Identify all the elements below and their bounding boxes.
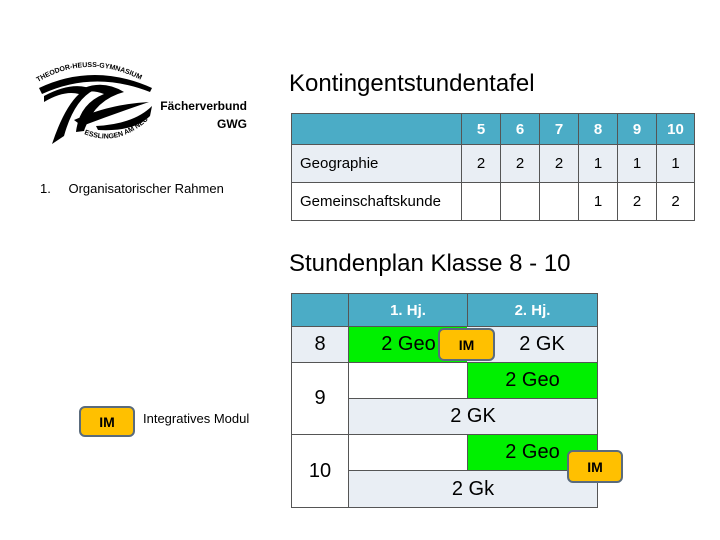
kontingent-header-cell: 8 bbox=[578, 113, 618, 145]
kontingent-cell: Geographie bbox=[291, 144, 462, 183]
kontingent-header-cell: 5 bbox=[461, 113, 501, 145]
legend-label: Integratives Modul bbox=[143, 411, 250, 426]
grade-10-full: 2 Gk bbox=[348, 470, 598, 508]
kontingent-cell bbox=[500, 182, 540, 221]
subject-group: Fächerverbund GWG bbox=[160, 97, 247, 133]
im-badge-grade-8: IM bbox=[438, 328, 495, 361]
stundenplan-title: Stundenplan Klasse 8 - 10 bbox=[289, 250, 571, 277]
kontingent-cell: 2 bbox=[617, 182, 657, 221]
outline-item: 1. Organisatorischer Rahmen bbox=[40, 181, 224, 196]
kontingent-header-cell: 9 bbox=[617, 113, 657, 145]
grade-9-label: 9 bbox=[291, 362, 349, 435]
kontingent-cell bbox=[539, 182, 579, 221]
kontingent-header-cell: 7 bbox=[539, 113, 579, 145]
kontingent-header-cell bbox=[291, 113, 462, 145]
kontingent-cell: 1 bbox=[578, 144, 618, 183]
header-cell bbox=[291, 293, 349, 327]
kontingent-cell: 1 bbox=[578, 182, 618, 221]
kontingent-cell: 1 bbox=[656, 144, 695, 183]
kontingent-header-cell: 6 bbox=[500, 113, 540, 145]
im-badge-grade-10: IM bbox=[567, 450, 623, 483]
grade-9-full: 2 GK bbox=[348, 398, 598, 435]
kontingent-header-cell: 10 bbox=[656, 113, 695, 145]
grade-9-h2: 2 Geo bbox=[467, 362, 598, 399]
kontingent-cell bbox=[461, 182, 501, 221]
kontingent-cell: 2 bbox=[461, 144, 501, 183]
kontingent-title: Kontingentstundentafel bbox=[289, 70, 535, 97]
school-logo: THEODOR-HEUSS-GYMNASIUM ESSLINGEN AM NEC… bbox=[31, 51, 152, 144]
kontingent-cell: 2 bbox=[539, 144, 579, 183]
outline-number: 1. bbox=[40, 181, 51, 196]
kontingent-cell: 1 bbox=[617, 144, 657, 183]
header-cell: 1. Hj. bbox=[348, 293, 468, 327]
kontingent-cell: Gemeinschaftskunde bbox=[291, 182, 462, 221]
grade-9-h1-empty bbox=[348, 362, 468, 399]
grade-10-label: 10 bbox=[291, 434, 349, 508]
header-cell: 2. Hj. bbox=[467, 293, 598, 327]
im-legend-badge: IM bbox=[79, 406, 135, 437]
subject-group-line2: GWG bbox=[217, 117, 247, 131]
subject-group-line1: Fächerverbund bbox=[160, 99, 247, 113]
outline-text: Organisatorischer Rahmen bbox=[68, 181, 224, 196]
kontingent-cell: 2 bbox=[656, 182, 695, 221]
kontingent-cell: 2 bbox=[500, 144, 540, 183]
grade-10-h1-empty bbox=[348, 434, 468, 471]
grade-8-label: 8 bbox=[291, 326, 349, 363]
